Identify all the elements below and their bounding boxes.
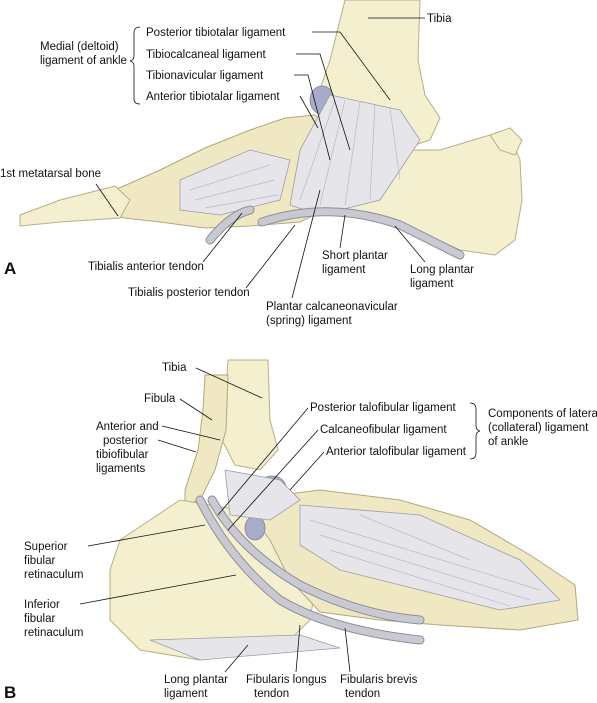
label-lateral-line3: of ankle	[488, 436, 528, 448]
midfoot-ligaments-a	[179, 149, 291, 216]
label-superior-line1: Superior	[24, 541, 68, 553]
lateral-ligaments-b	[224, 469, 301, 521]
plantar-tendon-fill-a	[258, 208, 464, 259]
label-inferior-line3: retinaculum	[24, 627, 83, 639]
leader-tibialis-anterior	[202, 212, 243, 263]
leader-long-plantar-a	[394, 225, 426, 263]
dorsal-fibers-b	[309, 514, 541, 607]
label-posterior-talofibular: Posterior talofibular ligament	[310, 402, 457, 414]
label-antpost-line1: Anterior and	[96, 421, 159, 433]
label-medial-ligament-line1: Medial (deltoid)	[40, 41, 119, 53]
label-antpost-line3: tibiofibular	[96, 449, 149, 461]
medial-ligament-brace	[129, 26, 141, 105]
label-long-plantar-a-line2: ligament	[410, 278, 454, 290]
label-inferior-line1: Inferior	[24, 599, 60, 611]
label-lateral-line2: (collateral) ligament	[488, 422, 589, 434]
midfoot-fibers-a	[189, 164, 279, 209]
lateral-ligament-brace	[469, 402, 481, 460]
leader-anterior-talofibular	[289, 451, 325, 491]
leader-short-plantar	[339, 214, 346, 249]
label-fib-brevis-line1: Fibularis brevis	[340, 674, 418, 686]
panel-a-labels: A Medial (deltoid) ligament of ankle Pos…	[0, 13, 474, 327]
leader-fib-longus	[295, 624, 301, 673]
leader-posterior-talofibular	[217, 407, 309, 516]
label-fib-longus-line2: tendon	[254, 688, 289, 700]
label-spring-line2: (spring) ligament	[266, 315, 352, 327]
label-anterior-talofibular: Anterior talofibular ligament	[326, 446, 467, 458]
label-superior-line2: fibular	[24, 555, 55, 567]
leader-antpost-2	[157, 439, 197, 453]
panel-a-letter: A	[4, 259, 16, 278]
long-plantar-ligament-b	[149, 634, 341, 661]
leader-tibiocalcaneal	[296, 53, 351, 151]
leader-tibialis-posterior	[245, 224, 296, 289]
panel-b-labels: B Tibia Fibula Anterior and posterior ti…	[4, 362, 597, 702]
label-spring-line1: Plantar calcaneonavicular	[266, 301, 398, 313]
label-anterior-tibiotalar: Anterior tibiotalar ligament	[146, 91, 280, 103]
leader-tibia-b	[195, 367, 263, 399]
fibularis-longus-fill-b	[196, 496, 424, 644]
label-calcaneofibular: Calcaneofibular ligament	[320, 424, 447, 436]
leader-anterior-tibiotalar	[299, 95, 319, 129]
label-fib-longus-line1: Fibularis longus	[246, 674, 327, 686]
leader-tibionavicular	[294, 74, 331, 161]
subtalar-cartilage-b	[244, 515, 266, 541]
dorsal-foot-ligaments-b	[299, 504, 561, 611]
leader-calcaneofibular	[227, 429, 319, 531]
label-first-metatarsal: 1st metatarsal bone	[0, 168, 101, 180]
label-inferior-line2: fibular	[24, 613, 55, 625]
leader-spring	[291, 189, 321, 299]
panel-a-illustration	[19, 0, 523, 260]
leader-long-plantar-b	[224, 644, 249, 673]
label-medial-ligament-line2: ligament of ankle	[40, 55, 127, 67]
label-antpost-line4: ligaments	[96, 463, 145, 475]
label-short-plantar-line2: ligament	[322, 264, 366, 276]
label-superior-line3: retinaculum	[24, 569, 83, 581]
label-posterior-tibiotalar: Posterior tibiotalar ligament	[146, 27, 286, 39]
tibialis-anterior-tendon-fill-a	[206, 206, 254, 244]
label-tibia-b: Tibia	[162, 362, 187, 374]
leader-inferior	[79, 574, 237, 605]
leader-posterior-tibiotalar	[312, 31, 391, 101]
fibularis-brevis-fill-b	[208, 496, 424, 624]
label-tibionavicular: Tibionavicular ligament	[146, 70, 264, 82]
label-tibiocalcaneal: Tibiocalcaneal ligament	[146, 49, 267, 61]
label-fibula: Fibula	[144, 393, 176, 405]
metatarsal-bone-a	[19, 185, 131, 227]
label-fib-brevis-line2: tendon	[345, 688, 380, 700]
label-tibia-a: Tibia	[427, 13, 452, 25]
leader-fibula	[179, 398, 213, 421]
deltoid-ligament-a	[289, 94, 421, 216]
panel-b-letter: B	[4, 683, 16, 702]
panel-b-illustration	[109, 359, 579, 661]
label-tibialis-anterior: Tibialis anterior tendon	[88, 261, 204, 273]
leader-antpost-1	[161, 425, 221, 441]
leader-fib-brevis	[344, 627, 351, 673]
label-antpost-line2: posterior	[103, 435, 148, 447]
label-long-plantar-b-line1: Long plantar	[164, 674, 228, 686]
leader-superior	[87, 524, 206, 547]
deltoid-fibers-a	[299, 99, 401, 206]
label-lateral-line1: Components of lateral	[488, 408, 597, 420]
heel-process-a	[489, 127, 523, 156]
label-long-plantar-b-line2: ligament	[164, 688, 208, 700]
label-short-plantar-line1: Short plantar	[322, 250, 388, 262]
label-long-plantar-a-line1: Long plantar	[410, 264, 474, 276]
leader-first-metatarsal	[95, 183, 119, 217]
label-tibialis-posterior: Tibialis posterior tendon	[128, 287, 250, 299]
fibula-bone-b	[184, 374, 229, 506]
